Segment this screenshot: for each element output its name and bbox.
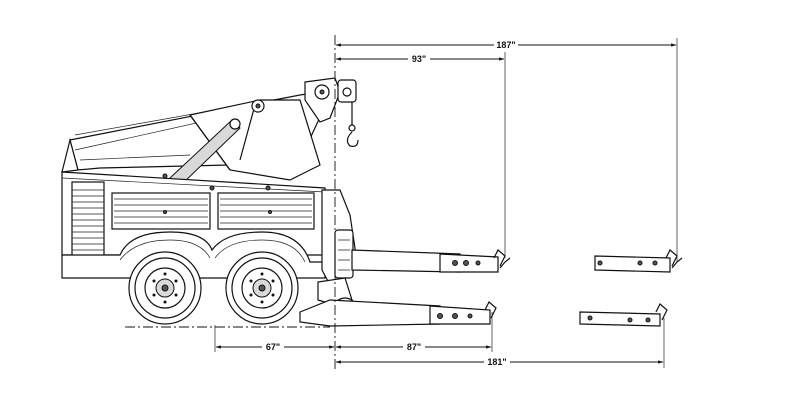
dim-label-181: 181" (487, 357, 506, 367)
dim-label-93: 93" (412, 54, 426, 64)
wheel-rear (225, 251, 299, 325)
truck-body (61, 91, 329, 279)
lower-arm-extended (579, 303, 668, 327)
compartment-slats (114, 198, 312, 224)
dim-label-187: 187" (496, 40, 515, 50)
lower-arm (299, 299, 497, 327)
centerlines (125, 35, 336, 372)
wheel-front (128, 251, 202, 325)
dim-label-87: 87" (407, 342, 421, 352)
dim-label-67: 67" (266, 342, 280, 352)
boom-head (304, 77, 359, 147)
upper-arm-retracted (351, 249, 511, 273)
upper-arm-extended (594, 249, 683, 273)
